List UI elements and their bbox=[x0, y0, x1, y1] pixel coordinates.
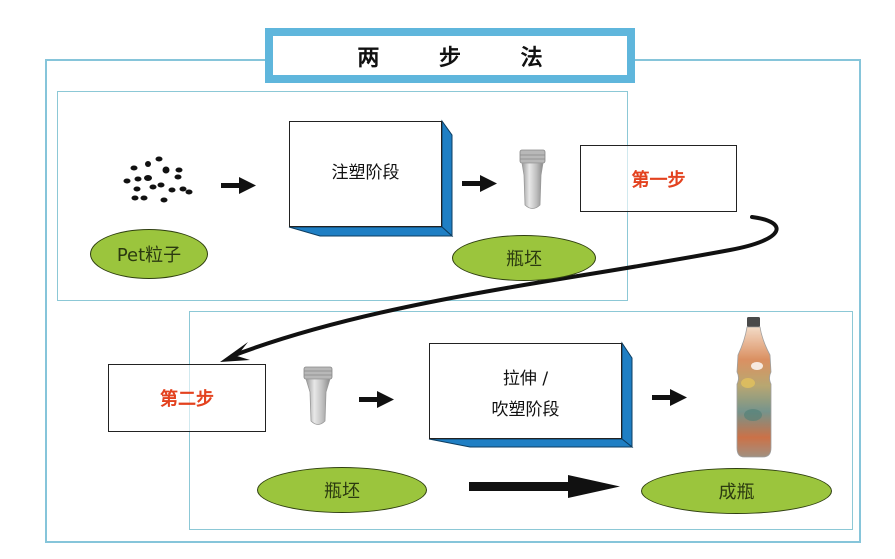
step-one-label-box: 第一步 bbox=[580, 145, 737, 212]
finished-bottle-icon bbox=[736, 317, 772, 458]
title-box: 两 步 法 bbox=[265, 28, 635, 83]
finished-bottle-label: 成瓶 bbox=[641, 468, 832, 514]
preform-label-step1: 瓶坯 bbox=[452, 235, 596, 281]
step-one-label: 第一步 bbox=[631, 169, 686, 191]
stage-1-bottom-face bbox=[288, 226, 454, 237]
stretch-blow-stage: 拉伸 / 吹塑阶段 bbox=[429, 343, 622, 439]
bottle-preform-icon bbox=[303, 366, 333, 425]
injection-stage-label: 注塑阶段 bbox=[331, 163, 400, 183]
connector-arrowhead bbox=[220, 342, 250, 362]
stage-1-side-face bbox=[441, 119, 453, 238]
diagram-title: 两 步 法 bbox=[357, 44, 569, 71]
pet-pellets-text: Pet粒子 bbox=[116, 245, 182, 266]
step-two-label-box: 第二步 bbox=[108, 364, 266, 432]
connector-step1-to-step2 bbox=[230, 215, 779, 358]
preform-label-step2: 瓶坯 bbox=[257, 467, 427, 513]
stage-2-bottom-face bbox=[428, 438, 634, 448]
arrow-preform-to-blow bbox=[359, 391, 394, 408]
pet-pellets-label: Pet粒子 bbox=[90, 229, 208, 279]
finished-bottle-text: 成瓶 bbox=[718, 482, 755, 503]
injection-molding-stage: 注塑阶段 bbox=[289, 121, 442, 227]
pet-pellets-icon bbox=[123, 156, 193, 203]
blow-stage-label-line2: 吹塑阶段 bbox=[491, 400, 560, 420]
blow-stage-label-line1: 拉伸 / bbox=[502, 369, 549, 389]
arrow-pellets-to-injection bbox=[221, 177, 256, 194]
stage-2-side-face bbox=[621, 341, 633, 449]
bottle-preform-icon bbox=[519, 149, 546, 209]
arrow-blow-to-bottle bbox=[652, 389, 687, 406]
arrow-preform-to-finished bbox=[469, 475, 620, 498]
preform-text-step2: 瓶坯 bbox=[324, 481, 360, 502]
preform-text-step1: 瓶坯 bbox=[506, 249, 542, 270]
step-two-label: 第二步 bbox=[160, 389, 214, 410]
arrow-injection-to-preform bbox=[462, 175, 497, 192]
